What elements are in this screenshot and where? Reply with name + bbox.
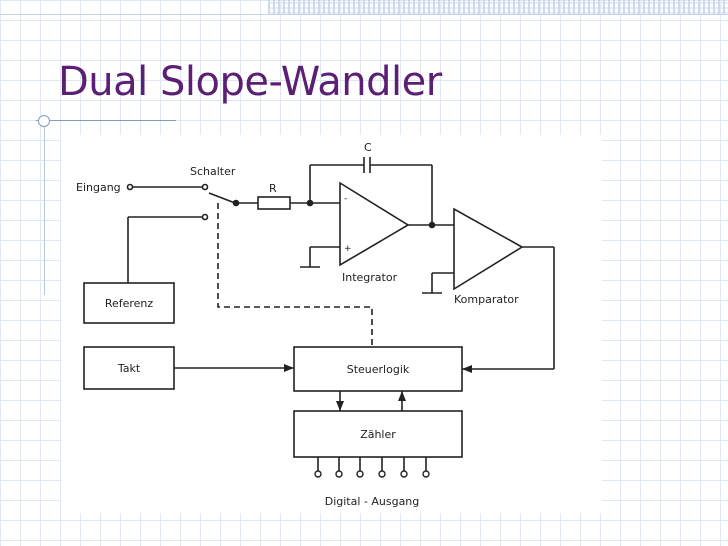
dotted-pattern	[268, 0, 728, 14]
output-terminal-6	[422, 470, 430, 478]
circuit-figure: Eingang Schalter R C - + Integrator Komp…	[62, 135, 602, 513]
counter-to-logic-arrow	[398, 391, 406, 401]
output-terminal-1	[314, 470, 322, 478]
top-decoration	[0, 0, 728, 22]
label-integrator: Integrator	[342, 271, 398, 284]
integrator-plus-sign: +	[344, 244, 352, 254]
title-ornament-circle	[38, 115, 50, 127]
switch-pivot	[232, 199, 240, 207]
title-underline	[36, 120, 176, 121]
output-terminal-4	[378, 470, 386, 478]
logic-to-counter-arrow	[336, 401, 344, 411]
label-digital-output: Digital - Ausgang	[325, 495, 420, 508]
output-terminal-3	[356, 470, 364, 478]
integrator-minus-sign: -	[344, 194, 347, 204]
counter-box	[293, 410, 463, 458]
integrator-output-node	[428, 221, 436, 229]
label-clock: Takt	[117, 362, 141, 375]
integrator-amplifier	[339, 181, 410, 267]
comparator-arrow	[462, 365, 472, 373]
label-switch: Schalter	[190, 165, 236, 178]
switch-contact-top	[201, 183, 209, 191]
resistor	[257, 196, 291, 210]
label-counter: Zähler	[360, 428, 396, 441]
label-reference: Referenz	[105, 297, 154, 310]
switch-contact-bottom	[201, 213, 209, 221]
switch-arm	[208, 192, 236, 204]
label-control-logic: Steuerlogik	[347, 363, 410, 376]
label-comparator: Komparator	[454, 293, 519, 306]
slide-title: Dual Slope-Wandler	[58, 59, 442, 105]
clock-arrow	[284, 364, 294, 372]
title-vertical-rule	[44, 125, 45, 295]
label-capacitor: C	[364, 141, 372, 154]
input-terminal	[126, 183, 134, 191]
dual-slope-diagram: Eingang Schalter R C - + Integrator Komp…	[76, 141, 555, 508]
comparator-amplifier	[453, 207, 524, 291]
label-resistor: R	[269, 182, 277, 195]
output-terminal-5	[400, 470, 408, 478]
label-input: Eingang	[76, 181, 121, 194]
output-terminal-2	[335, 470, 343, 478]
reference-box	[83, 282, 175, 324]
switch-control-dashed-line	[217, 203, 373, 347]
top-divider	[0, 14, 728, 15]
